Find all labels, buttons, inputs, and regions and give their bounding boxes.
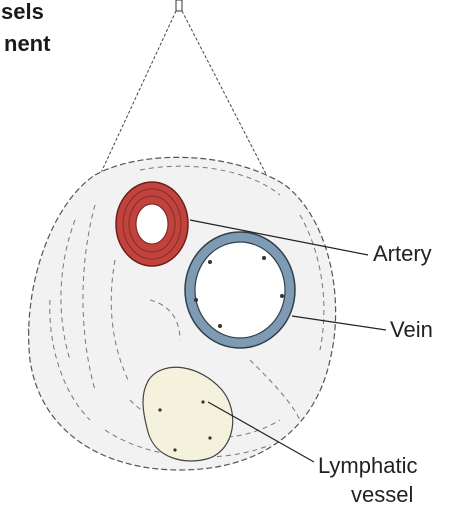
label-vein: Vein bbox=[390, 319, 433, 341]
cone-apex-box bbox=[176, 0, 182, 11]
vein-nucleus bbox=[218, 324, 222, 328]
lymph-nucleus bbox=[173, 448, 176, 451]
label-lymphatic-line1: Lymphatic bbox=[318, 455, 417, 477]
lymph-nucleus bbox=[158, 408, 161, 411]
heading-line-1: sels bbox=[1, 1, 44, 23]
vein-lumen bbox=[195, 242, 285, 338]
artery-lumen bbox=[136, 204, 168, 244]
vein bbox=[185, 232, 295, 348]
label-artery: Artery bbox=[373, 243, 432, 265]
vein-nucleus bbox=[262, 256, 266, 260]
lymph-nucleus bbox=[201, 400, 204, 403]
label-lymphatic-line2: vessel bbox=[351, 484, 413, 506]
heading-line-2: nent bbox=[4, 33, 50, 55]
artery bbox=[116, 182, 188, 266]
vein-nucleus bbox=[280, 294, 284, 298]
vein-nucleus bbox=[194, 298, 198, 302]
lymph-nucleus bbox=[208, 436, 211, 439]
vein-nucleus bbox=[208, 260, 212, 264]
